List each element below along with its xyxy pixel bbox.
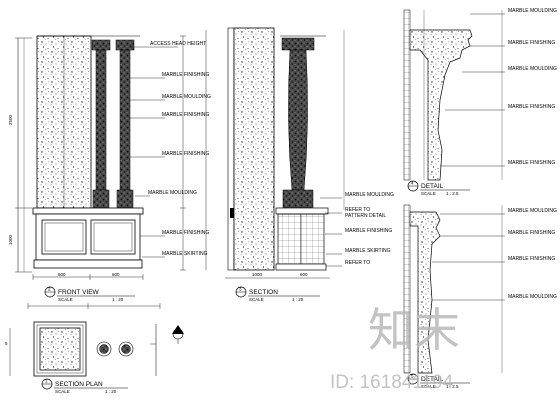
section-marker	[150, 324, 184, 376]
note-marble-finishing-4: MARBLE FINISHING	[162, 230, 209, 236]
section-note-refer-1: REFER TO	[345, 207, 370, 213]
detail-top-scale-label: SCALE	[421, 191, 436, 196]
section-drawing: MARBLE MOULDING REFER TO PATTERN DETAIL …	[205, 27, 394, 302]
detail-bottom-drawing: MARBLE MOULDING MARBLE FINISHING MARBLE …	[403, 204, 557, 389]
top-note: ACCESS HEAD HEIGHT	[150, 41, 206, 47]
section-plan-title: 1 SECTION PLAN SCALE 1 : 20	[41, 379, 128, 394]
section-plan-drawing: 5 1 SECTION PLAN SCALE 1 : 20	[5, 303, 184, 394]
marble-base-cabinet	[32, 207, 144, 269]
detail-bottom-title: 5 DETAIL SCALE 1 : 2.5	[407, 374, 470, 389]
note-marble-finishing-1: MARBLE FINISHING	[162, 72, 209, 78]
detail-top-scale-value: 1 : 2.5	[446, 191, 459, 196]
detail-bottom-leaders: MARBLE MOULDING MARBLE FINISHING MARBLE …	[432, 205, 557, 373]
section-plan-number: 1	[45, 379, 48, 384]
front-view-scale-label: SCALE	[58, 297, 73, 302]
detail-top-drawing: MARBLE MOULDING MARBLE FINISHING MARBLE …	[403, 8, 557, 196]
svg-text:600: 600	[112, 272, 120, 277]
svg-text:1000: 1000	[8, 234, 13, 245]
svg-text:600: 600	[58, 272, 66, 277]
front-view-drawing: 2500 1000	[8, 35, 211, 302]
section-title: 3 SECTION SCALE 1 : 20	[235, 287, 320, 302]
front-view-number: 2	[48, 287, 51, 292]
svg-text:2500: 2500	[8, 114, 13, 125]
section-note-finishing: MARBLE FINISHING	[345, 228, 392, 234]
detail-bottom-scale-value: 1 : 2.5	[446, 384, 459, 389]
detail-top-title: 4 DETAIL SCALE 1 : 2.5	[407, 181, 470, 196]
front-view-title-text: FRONT VIEW	[58, 289, 100, 296]
section-column	[280, 35, 326, 209]
section-title-text: SECTION	[249, 289, 278, 296]
front-view-leaders: ACCESS HEAD HEIGHT MARBLE FINISHING MARB…	[130, 35, 211, 271]
note-marble-finishing-3: MARBLE FINISHING	[162, 151, 209, 157]
detail-top-note-4: MARBLE FINISHING	[508, 104, 555, 110]
column-left	[91, 39, 111, 209]
detail-top-note-2: MARBLE FINISHING	[508, 40, 555, 46]
note-marble-moulding-1: MARBLE MOULDING	[162, 94, 211, 100]
front-view-title: 2 FRONT VIEW SCALE 1 : 20	[44, 287, 135, 302]
section-note-moulding: MARBLE MOULDING	[345, 192, 394, 198]
detail-bottom-note-4: MARBLE MOULDING	[508, 294, 557, 300]
svg-text:5: 5	[5, 341, 8, 346]
section-plan-scale-label: SCALE	[55, 389, 70, 394]
section-note-pattern: PATTERN DETAIL	[345, 213, 386, 219]
section-scale-label: SCALE	[249, 297, 264, 302]
detail-top-number: 4	[411, 181, 414, 186]
watermark-mark: 知末	[368, 304, 460, 356]
detail-bottom-profile	[409, 211, 441, 374]
section-plan-scale-value: 1 : 20	[105, 389, 117, 394]
watermark-id: ID: 161841194	[330, 372, 454, 393]
note-marble-finishing-2: MARBLE FINISHING	[162, 112, 209, 118]
detail-top-title-text: DETAIL	[421, 183, 444, 190]
note-marble-skirting-1: MARBLE SKIRTING	[162, 251, 208, 257]
plan-column-sections	[96, 341, 134, 357]
svg-text:1000: 1000	[252, 272, 263, 277]
section-note-skirting: MARBLE SKIRTING	[345, 248, 391, 254]
section-scale-value: 1 : 20	[292, 297, 304, 302]
front-view-scale-value: 1 : 20	[112, 297, 124, 302]
section-leaders: MARBLE MOULDING REFER TO PATTERN DETAIL …	[225, 30, 394, 279]
detail-top-note-3: MARBLE MOULDING	[508, 66, 557, 72]
front-view-dimension-bottom: 600 600	[32, 272, 144, 280]
detail-top-leaders: MARBLE MOULDING MARBLE FINISHING MARBLE …	[440, 8, 557, 180]
section-base-cabinet	[230, 207, 329, 271]
detail-bottom-number: 5	[411, 374, 414, 379]
section-note-refer-2: REFER TO	[345, 260, 370, 266]
section-plan-title-text: SECTION PLAN	[55, 381, 103, 388]
svg-text:600: 600	[300, 272, 308, 277]
detail-top-profile	[409, 29, 473, 181]
front-view-dimension-left: 2500 1000	[8, 37, 32, 273]
detail-bottom-note-3: MARBLE FINISHING	[508, 256, 555, 262]
plan-stone-square	[39, 327, 81, 371]
note-marble-moulding-2: MARBLE MOULDING	[148, 190, 197, 196]
detail-bottom-note-1: MARBLE MOULDING	[508, 208, 557, 214]
detail-bottom-scale-label: SCALE	[421, 384, 436, 389]
detail-bottom-note-2: MARBLE FINISHING	[508, 230, 555, 236]
section-number: 3	[239, 287, 242, 292]
section-stone-wall	[233, 27, 275, 271]
column-right	[115, 39, 135, 209]
detail-top-note-5: MARBLE FINISHING	[508, 160, 555, 166]
detail-bottom-title-text: DETAIL	[421, 376, 444, 383]
watermark: 知末 ID: 161841194	[330, 304, 460, 393]
detail-top-note-1: MARBLE MOULDING	[508, 8, 557, 14]
